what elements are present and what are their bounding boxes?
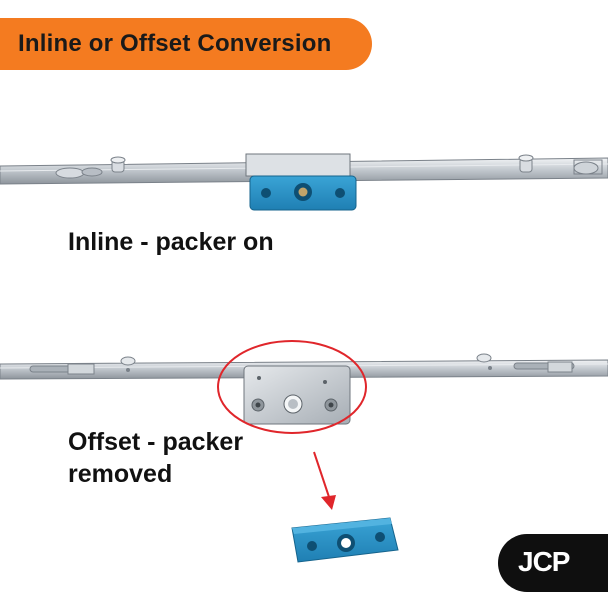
removed-packer (291, 517, 399, 563)
jcp-logo: JCP (498, 534, 608, 592)
logo-text: JCP (518, 546, 570, 577)
inline-packer (249, 175, 357, 211)
highlight-ring (217, 340, 367, 434)
offset-keep-plate (243, 365, 351, 425)
banner-title: Inline or Offset Conversion (18, 30, 332, 57)
title-banner: Inline or Offset Conversion (0, 18, 372, 70)
offset-caption: Offset - packer removed (68, 428, 244, 488)
inline-espag-bar (0, 153, 608, 185)
arrow-icon (313, 451, 336, 510)
inline-caption: Inline - packer on (68, 228, 274, 256)
